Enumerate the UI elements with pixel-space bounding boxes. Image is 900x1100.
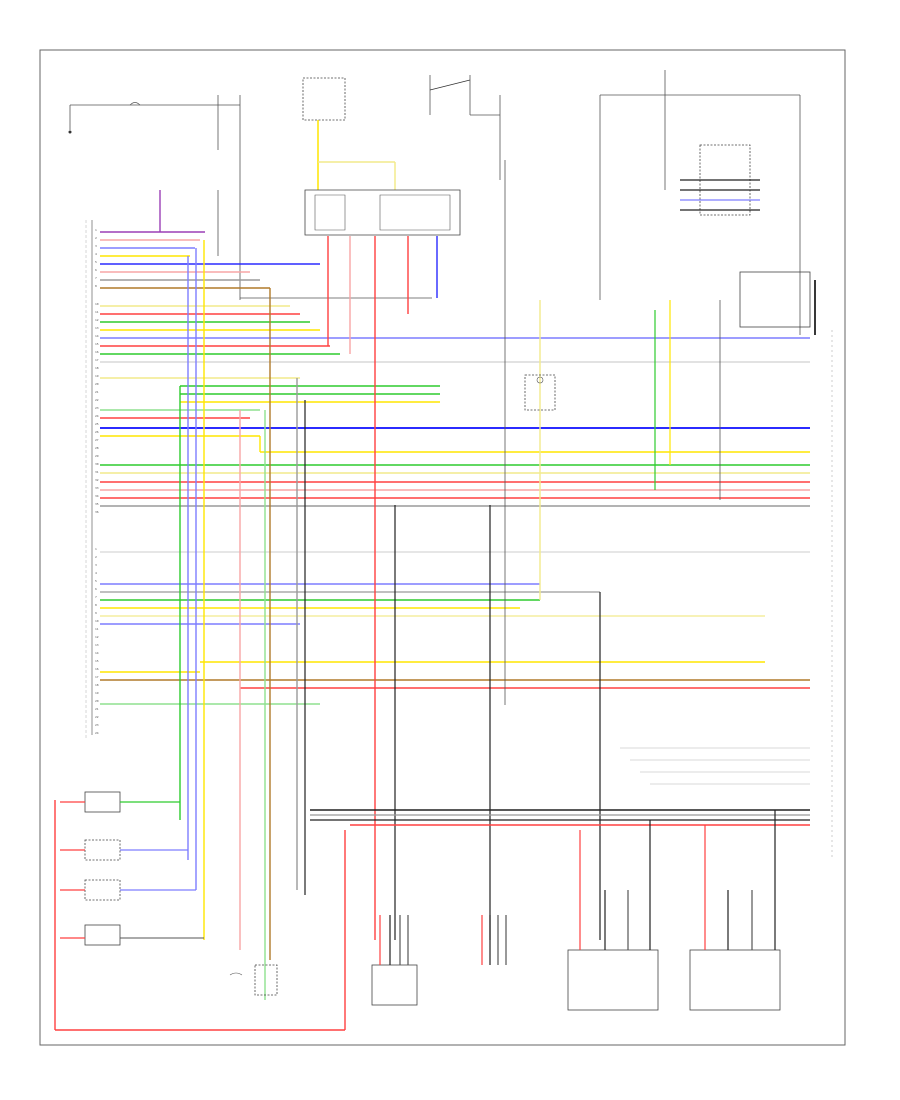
svg-text:29: 29 — [95, 454, 99, 458]
svg-text:6: 6 — [95, 587, 97, 591]
svg-text:18: 18 — [95, 683, 99, 687]
svg-text:7: 7 — [95, 595, 97, 599]
svg-text:20: 20 — [95, 699, 99, 703]
fuel-pump-fuse-circuit — [68, 95, 432, 300]
svg-text:14: 14 — [95, 334, 99, 338]
center-relay — [524, 374, 556, 411]
svg-text:5: 5 — [95, 579, 97, 583]
svg-text:4: 4 — [95, 571, 97, 575]
fuel-pump-relay-group — [54, 791, 346, 1031]
svg-text:4: 4 — [95, 252, 97, 256]
svg-text:5: 5 — [95, 260, 97, 264]
svg-text:31: 31 — [95, 470, 99, 474]
svg-text:22: 22 — [95, 715, 99, 719]
svg-text:17: 17 — [95, 358, 99, 362]
svg-text:10: 10 — [95, 619, 99, 623]
svg-text:3: 3 — [95, 563, 97, 567]
svg-text:8: 8 — [95, 603, 97, 607]
svg-text:1: 1 — [95, 228, 97, 232]
svg-text:16: 16 — [95, 350, 99, 354]
svg-text:14: 14 — [95, 651, 99, 655]
ignition-switch — [429, 75, 501, 180]
svg-text:32: 32 — [95, 478, 99, 482]
svg-text:27: 27 — [95, 438, 99, 442]
svg-text:17: 17 — [95, 675, 99, 679]
crank-sensor-left — [371, 915, 418, 1006]
svg-text:23: 23 — [95, 723, 99, 727]
svg-text:12: 12 — [95, 635, 99, 639]
main-relay — [302, 77, 396, 190]
harness-wires — [100, 231, 810, 705]
svg-text:16: 16 — [95, 667, 99, 671]
svg-text:3: 3 — [95, 244, 97, 248]
injector-connector — [304, 189, 461, 236]
svg-text:8: 8 — [95, 284, 97, 288]
o2-sensor-front — [567, 820, 659, 1011]
top-right-sensor — [599, 70, 816, 335]
sensor-bus — [310, 747, 810, 826]
svg-text:34: 34 — [95, 494, 99, 498]
svg-text:35: 35 — [95, 502, 99, 506]
svg-text:19: 19 — [95, 374, 99, 378]
svg-text:21: 21 — [95, 390, 99, 394]
svg-text:11: 11 — [95, 310, 99, 314]
resistor-block — [229, 964, 278, 996]
svg-text:6: 6 — [95, 268, 97, 272]
svg-text:13: 13 — [95, 643, 99, 647]
diagram-border — [39, 49, 846, 1046]
svg-text:12: 12 — [95, 318, 99, 322]
crank-sensor-right — [481, 915, 507, 965]
harness-risers — [159, 160, 721, 1000]
svg-text:10: 10 — [95, 302, 99, 306]
svg-text:15: 15 — [95, 659, 99, 663]
svg-text:15: 15 — [95, 342, 99, 346]
svg-text:9: 9 — [95, 611, 97, 615]
o2-sensor-rear — [689, 810, 781, 1011]
svg-text:21: 21 — [95, 707, 99, 711]
svg-text:13: 13 — [95, 326, 99, 330]
svg-text:28: 28 — [95, 446, 99, 450]
svg-text:26: 26 — [95, 430, 99, 434]
svg-text:2: 2 — [95, 236, 97, 240]
svg-text:30: 30 — [95, 462, 99, 466]
svg-text:1: 1 — [95, 547, 97, 551]
svg-text:2: 2 — [95, 555, 97, 559]
svg-text:20: 20 — [95, 382, 99, 386]
svg-text:19: 19 — [95, 691, 99, 695]
svg-text:25: 25 — [95, 422, 99, 426]
svg-text:18: 18 — [95, 366, 99, 370]
svg-text:23: 23 — [95, 406, 99, 410]
svg-text:36: 36 — [95, 510, 99, 514]
svg-text:24: 24 — [95, 414, 99, 418]
svg-text:22: 22 — [95, 398, 99, 402]
svg-text:7: 7 — [95, 276, 97, 280]
svg-text:11: 11 — [95, 627, 99, 631]
svg-text:24: 24 — [95, 731, 99, 735]
svg-text:33: 33 — [95, 486, 99, 490]
